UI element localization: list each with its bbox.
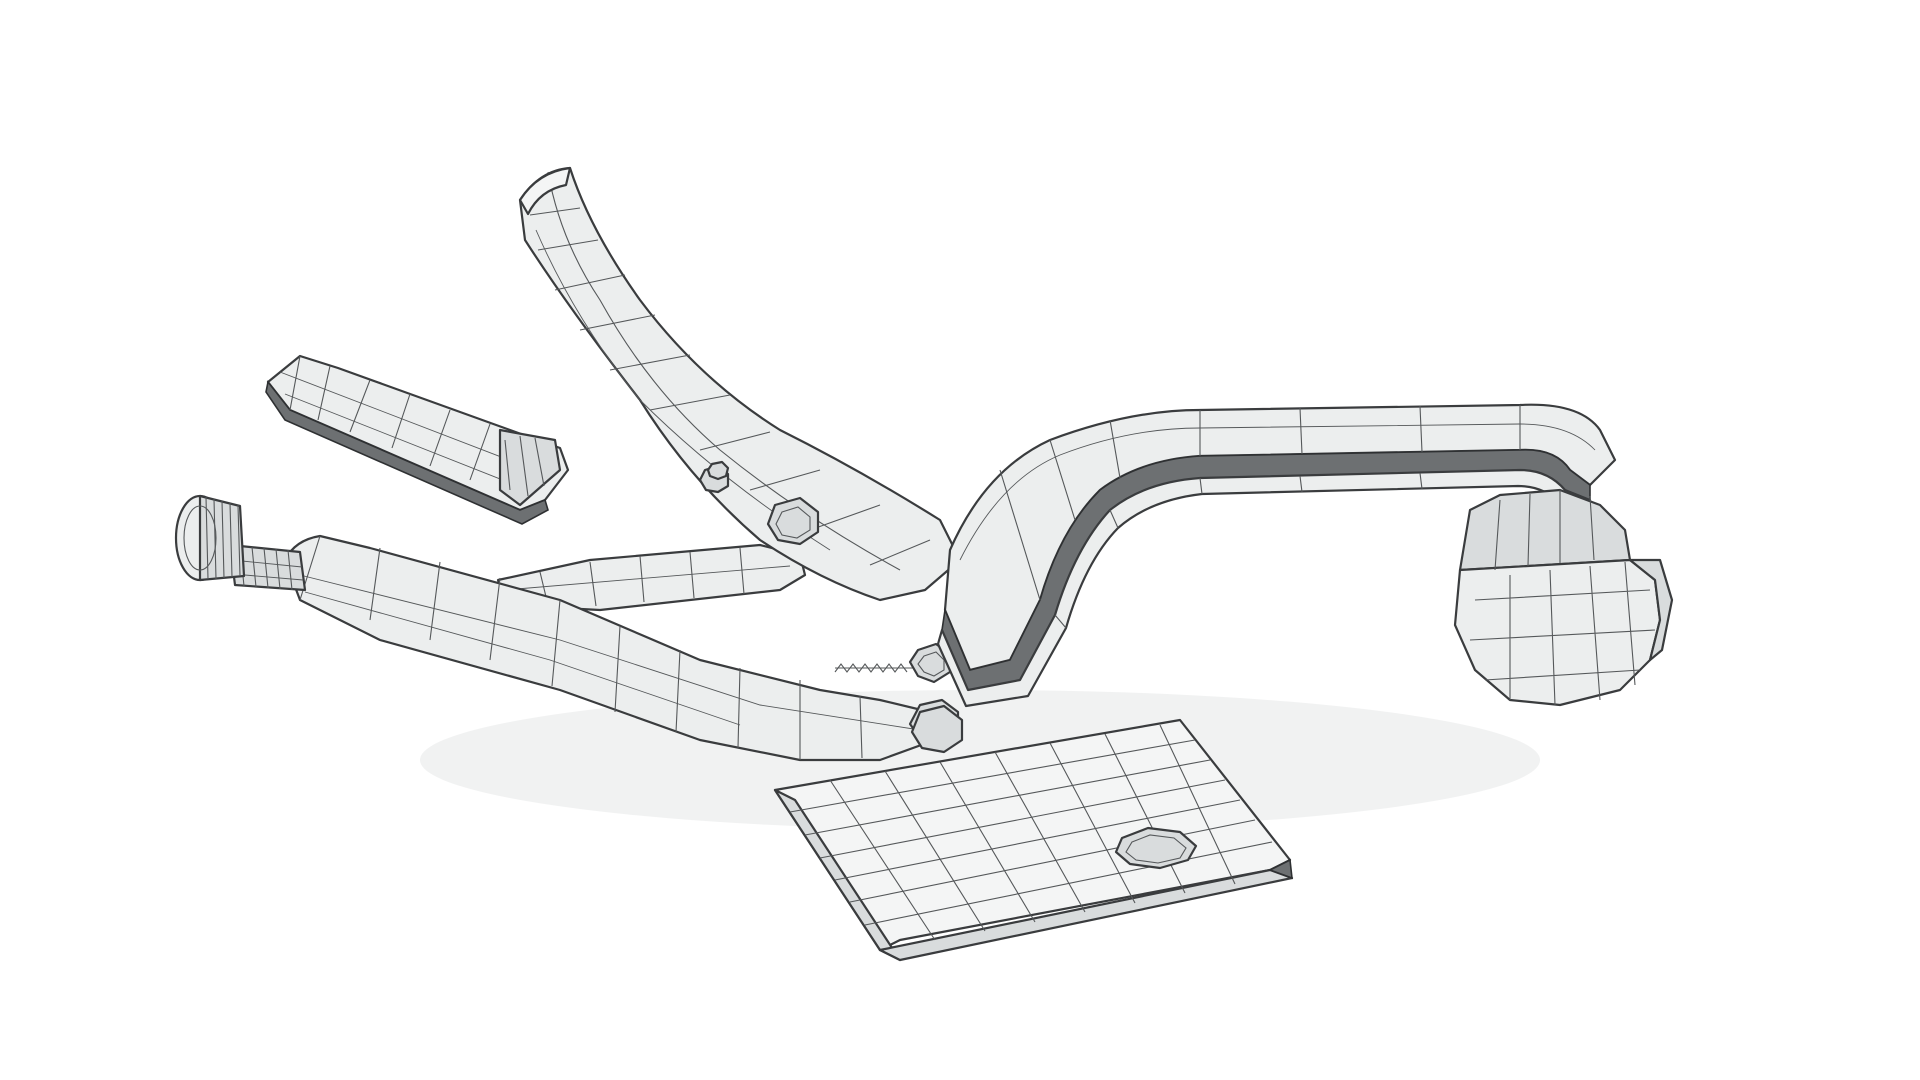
upper-pivot-bolt	[766, 496, 820, 546]
arched-frame	[936, 403, 1617, 708]
lower-jaw-arm	[265, 354, 570, 525]
pad-ball-joint	[910, 704, 964, 754]
handle-rivet-small	[706, 460, 730, 481]
lower-swivel-pad	[773, 704, 1294, 962]
upper-handle	[518, 166, 962, 602]
return-spring	[834, 663, 915, 673]
adjustment-knob	[174, 494, 246, 582]
mounting-hole	[1114, 826, 1198, 870]
upper-swivel-pad	[1453, 488, 1674, 707]
